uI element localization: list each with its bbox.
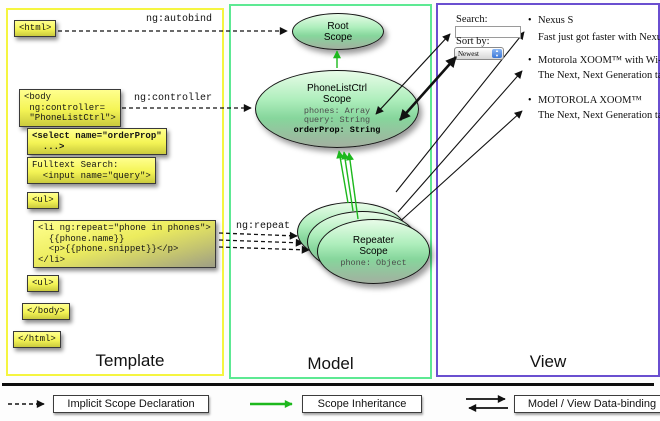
body-close-tag-box: </body> xyxy=(22,303,70,320)
search-input[interactable] xyxy=(455,26,521,38)
bullet-icon: • xyxy=(528,15,532,26)
phonelistctrl-scope-ellipse: PhoneListCtrl Scope phones: Array query:… xyxy=(255,70,419,148)
phone-item-name: Nexus S xyxy=(538,15,574,26)
implicit-scope-dashed-arrows xyxy=(58,27,310,254)
phone-item-desc: Fast just got faster with Nexus S. xyxy=(538,32,660,43)
phone-item-name: MOTOROLA XOOM™ xyxy=(538,95,642,106)
repeater-scope-prop: phone: Object xyxy=(340,257,407,268)
phonelistctrl-orderprop: orderProp: String xyxy=(293,124,381,135)
template-panel-label: Template xyxy=(95,351,165,370)
phonelistctrl-scope-title: PhoneListCtrl Scope xyxy=(306,82,368,105)
phone-item-name: Motorola XOOM™ with Wi-Fi xyxy=(538,55,660,66)
phonelistctrl-scope-props: phones: Array query: String xyxy=(303,105,371,126)
phone-item-desc: The Next, Next Generation tablet. xyxy=(538,110,660,121)
bullet-icon: • xyxy=(528,55,532,66)
ng-controller-label: ng:controller xyxy=(134,93,213,104)
search-label: Search: xyxy=(456,14,488,25)
phone-item-desc: The Next, Next Generation tablet. xyxy=(538,70,660,81)
html-open-tag-box: <html> xyxy=(14,20,57,37)
li-repeat-tag-box: <li ng:repeat="phone in phones"> {{phone… xyxy=(33,220,216,268)
repeater-scope-title: Repeater Scope xyxy=(352,234,395,257)
sort-dropdown-value: Newest xyxy=(458,49,479,58)
ng-autobind-label: ng:autobind xyxy=(146,14,213,25)
model-panel-label: Model xyxy=(307,354,354,373)
ul-open-tag-box: <ul> xyxy=(27,192,59,209)
ul-open-tag-box-2: <ul> xyxy=(27,275,59,292)
fulltext-search-box: Fulltext Search: <input name="query"> xyxy=(27,157,156,184)
sort-by-label: Sort by: xyxy=(456,36,490,47)
html-close-tag-box: </html> xyxy=(13,331,61,348)
bullet-icon: • xyxy=(528,95,532,106)
dropdown-stepper-icon[interactable]: ▲▼ xyxy=(492,48,502,58)
ng-repeat-label: ng:repeat xyxy=(236,221,291,232)
select-tag-box: <select name="orderProp" ...> xyxy=(27,128,167,155)
body-open-tag-box: <body ng:controller= "PhoneListCtrl"> xyxy=(19,89,121,127)
legend-model-view-databinding: Model / View Data-binding xyxy=(514,395,660,413)
repeater-view-binding-lines xyxy=(395,31,525,226)
repeater-scope-ellipse-front: Repeater Scope phone: Object xyxy=(317,219,430,284)
view-panel-label: View xyxy=(529,352,567,371)
view-panel: View xyxy=(436,3,660,377)
legend-arrow-glyphs xyxy=(8,395,508,412)
sort-dropdown[interactable]: Newest ▲▼ xyxy=(454,47,504,60)
legend-scope-inheritance: Scope Inheritance xyxy=(302,395,422,413)
legend-implicit-scope-declaration: Implicit Scope Declaration xyxy=(53,395,209,413)
legend-separator-line xyxy=(2,383,654,386)
root-scope-title: Root Scope xyxy=(323,20,353,43)
root-scope-ellipse: Root Scope xyxy=(292,13,384,50)
